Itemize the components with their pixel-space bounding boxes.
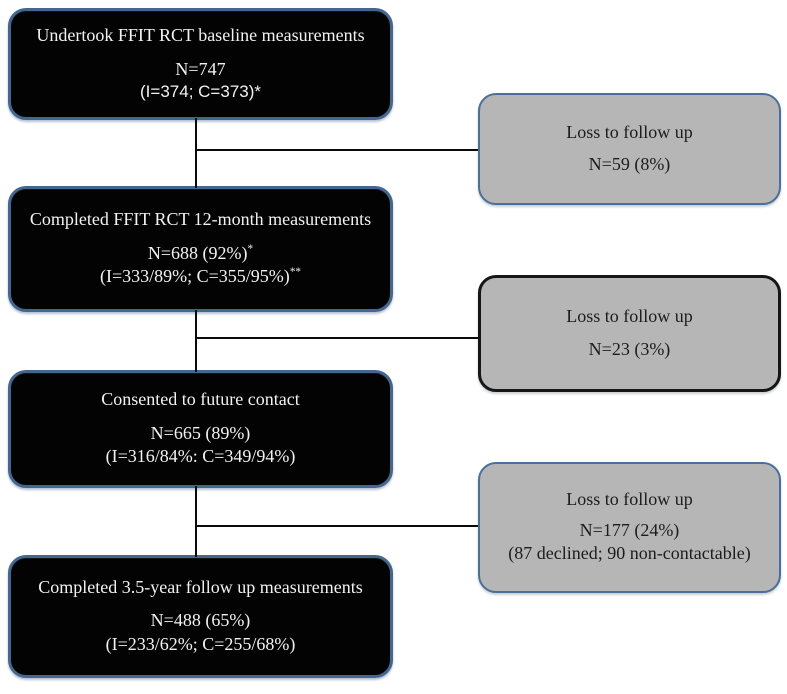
flow-box-title: Completed 3.5-year follow up measurement…	[38, 576, 363, 597]
n-text: N=688 (92%)	[147, 242, 248, 263]
flow-box-group-split: (I=233/62%; C=255/68%)	[106, 633, 296, 656]
loss-box-title: Loss to follow up	[566, 489, 693, 510]
loss-box-title: Loss to follow up	[566, 121, 693, 142]
connector-vertical-2	[195, 310, 197, 372]
flow-box-title: Consented to future contact	[101, 389, 300, 410]
flow-box-baseline: Undertook FFIT RCT baseline measurements…	[8, 8, 393, 120]
loss-box-baseline-to-12month: Loss to follow up N=59 (8%)	[478, 93, 781, 205]
loss-box-n-value: N=177 (24%)	[579, 519, 680, 540]
loss-box-n-value: N=59 (8%)	[588, 154, 671, 175]
n-text: N=747	[175, 58, 226, 79]
flow-box-n-value: N=488 (65%)	[151, 609, 251, 632]
n-footnote-marker: *	[247, 242, 254, 255]
flow-box-3-5year: Completed 3.5-year follow up measurement…	[8, 555, 393, 678]
flow-box-group-split: (I=374; C=373)*	[140, 81, 261, 103]
connector-horizontal-2	[196, 337, 478, 339]
flow-box-title: Undertook FFIT RCT baseline measurements	[36, 24, 365, 45]
n-text: N=488 (65%)	[150, 610, 251, 631]
connector-horizontal-3	[196, 525, 478, 527]
connector-vertical-3	[195, 486, 197, 557]
flow-box-n-value: N=747	[175, 58, 225, 81]
n-text: N=665 (89%)	[150, 422, 251, 443]
loss-box-12month-to-consent: Loss to follow up N=23 (3%)	[478, 275, 781, 392]
flow-box-consent: Consented to future contact N=665 (89%) …	[8, 370, 393, 488]
flow-box-12month: Completed FFIT RCT 12-month measurements…	[8, 186, 393, 312]
flow-box-n-value: N=665 (89%)	[151, 422, 251, 445]
connector-vertical-1	[195, 118, 197, 188]
loss-box-title: Loss to follow up	[566, 306, 693, 326]
connector-horizontal-1	[196, 149, 478, 151]
loss-box-consent-to-3-5year: Loss to follow up N=177 (24%) (87 declin…	[478, 462, 781, 593]
group-split-text: (I=316/84%: C=349/94%)	[105, 446, 296, 467]
group-split-text: (I=333/89%; C=355/95%)	[100, 266, 290, 287]
loss-box-detail: (87 declined; 90 non-contactable)	[508, 543, 751, 564]
flow-box-n-value: N=688 (92%)*	[148, 242, 253, 265]
loss-box-n-value: N=23 (3%)	[588, 338, 671, 359]
group-split-text: (I=233/62%; C=255/68%)	[105, 633, 296, 654]
flow-box-title: Completed FFIT RCT 12-month measurements	[29, 209, 372, 230]
flow-box-group-split: (I=316/84%: C=349/94%)	[106, 445, 296, 468]
group-split-footnote-marker: **	[289, 266, 301, 279]
flow-box-group-split: (I=333/89%; C=355/95%)**	[100, 265, 301, 288]
group-split-text: (I=374; C=373)*	[140, 81, 261, 101]
